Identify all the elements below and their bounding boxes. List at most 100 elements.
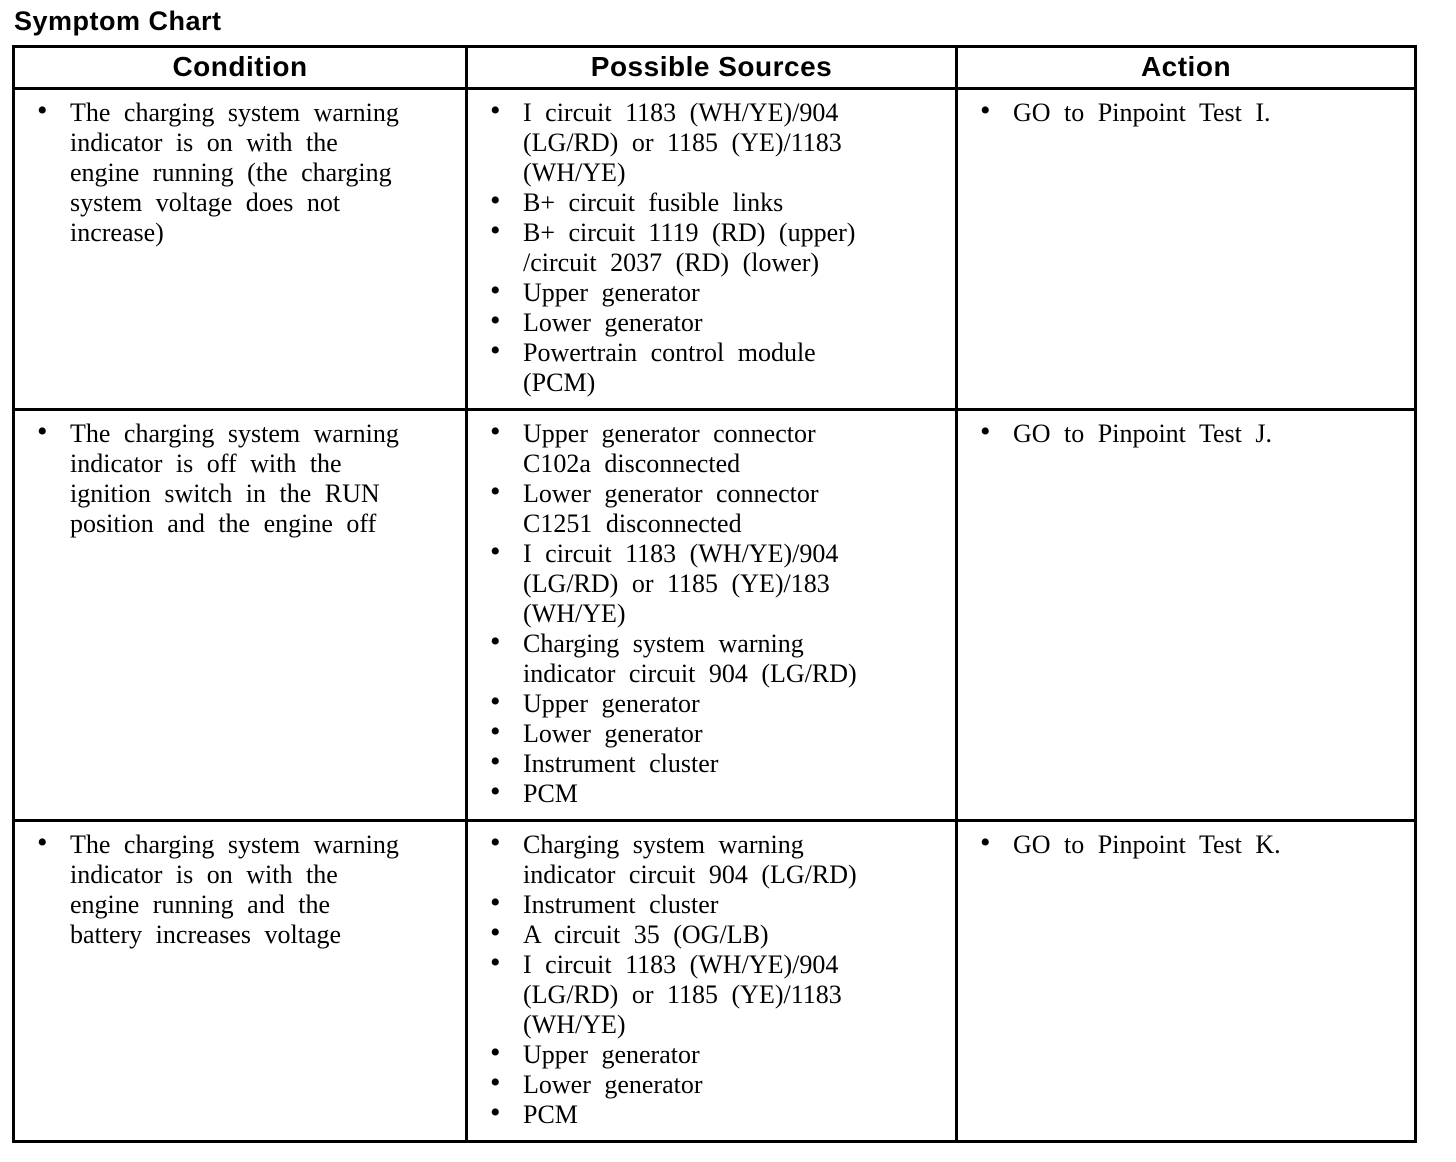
- bullet-icon: •: [490, 886, 501, 919]
- sources-cell: • Charging system warning indicator circu…: [465, 819, 958, 1143]
- bullet-item: • Charging system warning indicator circu…: [490, 625, 955, 689]
- condition-cell: • The charging system warning indicator i…: [12, 87, 468, 411]
- bullet-item-text: Upper generator connector C102a disconne…: [523, 419, 816, 478]
- bullet-item-text: The charging system warning indicator is…: [70, 419, 399, 538]
- bullet-item: • I circuit 1183 (WH/YE)/904 (LG/RD) or 1…: [490, 535, 955, 629]
- bullet-icon: •: [490, 475, 501, 508]
- bullet-item: • PCM: [490, 775, 955, 809]
- sources-list: • I circuit 1183 (WH/YE)/904 (LG/RD) or 1…: [468, 90, 955, 408]
- bullet-icon: •: [980, 826, 991, 859]
- bullet-icon: •: [490, 94, 501, 127]
- bullet-item-text: B+ circuit fusible links: [523, 188, 784, 217]
- condition-cell: • The charging system warning indicator i…: [12, 819, 468, 1143]
- column-header-action: Action: [955, 45, 1417, 90]
- bullet-item: • The charging system warning indicator i…: [37, 415, 465, 539]
- bullet-icon: •: [490, 1036, 501, 1069]
- condition-list: • The charging system warning indicator i…: [15, 411, 465, 549]
- bullet-item-text: The charging system warning indicator is…: [70, 98, 399, 247]
- bullet-item-text: PCM: [523, 779, 578, 808]
- bullet-item: •Upper generator connector C102a disconn…: [490, 417, 955, 479]
- bullet-item-text: Charging system warning indicator circui…: [523, 629, 857, 688]
- action-list: • GO to Pinpoint Test K.: [958, 822, 1414, 870]
- action-list: • GO to Pinpoint Test I.: [958, 90, 1414, 138]
- bullet-icon: •: [490, 775, 501, 808]
- bullet-icon: •: [490, 274, 501, 307]
- bullet-item: • PCM: [490, 1096, 955, 1130]
- bullet-icon: •: [37, 94, 48, 127]
- bullet-icon: •: [490, 334, 501, 367]
- symptom-table-body: • The charging system warning indicator i…: [12, 87, 1417, 1143]
- bullet-icon: •: [490, 214, 501, 247]
- bullet-icon: •: [490, 916, 501, 949]
- sources-list: • Charging system warning indicator circu…: [468, 822, 955, 1140]
- bullet-icon: •: [980, 415, 991, 448]
- bullet-item: • Upper generator: [490, 685, 955, 719]
- bullet-item-text: Lower generator connector C1251 disconne…: [523, 479, 819, 538]
- bullet-item-text: The charging system warning indicator is…: [70, 830, 399, 949]
- bullet-item: • Lower generator: [490, 1066, 955, 1100]
- action-cell: • GO to Pinpoint Test K.: [955, 819, 1417, 1143]
- bullet-item: • A circuit 35 (OG/LB): [490, 916, 955, 950]
- bullet-item: • Powertrain control module (PCM): [490, 334, 955, 398]
- bullet-item: • GO to Pinpoint Test J.: [980, 415, 1414, 449]
- bullet-item-text: GO to Pinpoint Test I.: [1013, 98, 1271, 127]
- bullet-item: • B+ circuit fusible links: [490, 184, 955, 218]
- bullet-icon: •: [490, 685, 501, 718]
- bullet-icon: •: [490, 625, 501, 658]
- bullet-item: • GO to Pinpoint Test I.: [980, 94, 1414, 128]
- bullet-item-text: Lower generator: [523, 1070, 703, 1099]
- bullet-item-text: Powertrain control module (PCM): [523, 338, 816, 397]
- bullet-item: • I circuit 1183 (WH/YE)/904 (LG/RD) or 1…: [490, 946, 955, 1040]
- page-title: Symptom Chart: [14, 6, 222, 36]
- bullet-item: • Upper generator: [490, 1036, 955, 1070]
- bullet-item-text: Upper generator: [523, 278, 700, 307]
- bullet-item-text: A circuit 35 (OG/LB): [523, 920, 769, 949]
- action-list: • GO to Pinpoint Test J.: [958, 411, 1414, 459]
- table-row: • The charging system warning indicator i…: [12, 819, 1417, 1143]
- condition-list: • The charging system warning indicator i…: [15, 822, 465, 960]
- bullet-icon: •: [37, 826, 48, 859]
- bullet-item-text: Charging system warning indicator circui…: [523, 830, 857, 889]
- bullet-icon: •: [490, 1096, 501, 1129]
- action-cell: • GO to Pinpoint Test I.: [955, 87, 1417, 411]
- bullet-item-text: B+ circuit 1119 (RD) (upper) /circuit 20…: [523, 218, 856, 277]
- bullet-icon: •: [490, 535, 501, 568]
- symptom-chart-table: Condition Possible Sources Action • The c…: [12, 45, 1417, 1143]
- bullet-item-text: I circuit 1183 (WH/YE)/904 (LG/RD) or 11…: [523, 950, 842, 1039]
- column-header-condition: Condition: [12, 45, 468, 90]
- bullet-item: • Lower generator connector C1251 disconn…: [490, 475, 955, 539]
- bullet-item-text: Instrument cluster: [523, 890, 719, 919]
- bullet-item-text: Upper generator: [523, 689, 700, 718]
- bullet-icon: •: [490, 1066, 501, 1099]
- table-row: • The charging system warning indicator i…: [12, 87, 1417, 411]
- bullet-icon: •: [490, 745, 501, 778]
- bullet-item-text: GO to Pinpoint Test K.: [1013, 830, 1281, 859]
- bullet-item-text: I circuit 1183 (WH/YE)/904 (LG/RD) or 11…: [523, 539, 839, 628]
- table-row: • The charging system warning indicator i…: [12, 408, 1417, 822]
- bullet-item-text: I circuit 1183 (WH/YE)/904 (LG/RD) or 11…: [523, 98, 842, 187]
- bullet-item-text: Upper generator: [523, 1040, 700, 1069]
- bullet-item-text: PCM: [523, 1100, 578, 1129]
- bullet-item: • Instrument cluster: [490, 886, 955, 920]
- bullet-icon: •: [980, 94, 991, 127]
- bullet-icon: •: [490, 184, 501, 217]
- bullet-icon: •: [490, 946, 501, 979]
- bullet-icon: •: [37, 415, 48, 448]
- condition-list: • The charging system warning indicator i…: [15, 90, 465, 258]
- bullet-item-text: Instrument cluster: [523, 749, 719, 778]
- bullet-item: • Charging system warning indicator circu…: [490, 826, 955, 890]
- column-header-possible-sources: Possible Sources: [465, 45, 958, 90]
- bullet-icon: •: [490, 826, 501, 859]
- table-header-row: Condition Possible Sources Action: [12, 45, 1417, 90]
- bullet-item-text: GO to Pinpoint Test J.: [1013, 419, 1273, 448]
- bullet-item: • Lower generator: [490, 715, 955, 749]
- sources-list: • Upper generator connector C102a disconn…: [468, 411, 955, 819]
- bullet-icon: •: [490, 715, 501, 748]
- bullet-item: • The charging system warning indicator i…: [37, 826, 465, 950]
- bullet-item-text: Lower generator: [523, 719, 703, 748]
- bullet-item: • I circuit 1183 (WH/YE)/904 (LG/RD) or 1…: [490, 94, 955, 188]
- sources-cell: • Upper generator connector C102a disconn…: [465, 408, 958, 822]
- action-cell: • GO to Pinpoint Test J.: [955, 408, 1417, 822]
- condition-cell: • The charging system warning indicator i…: [12, 408, 468, 822]
